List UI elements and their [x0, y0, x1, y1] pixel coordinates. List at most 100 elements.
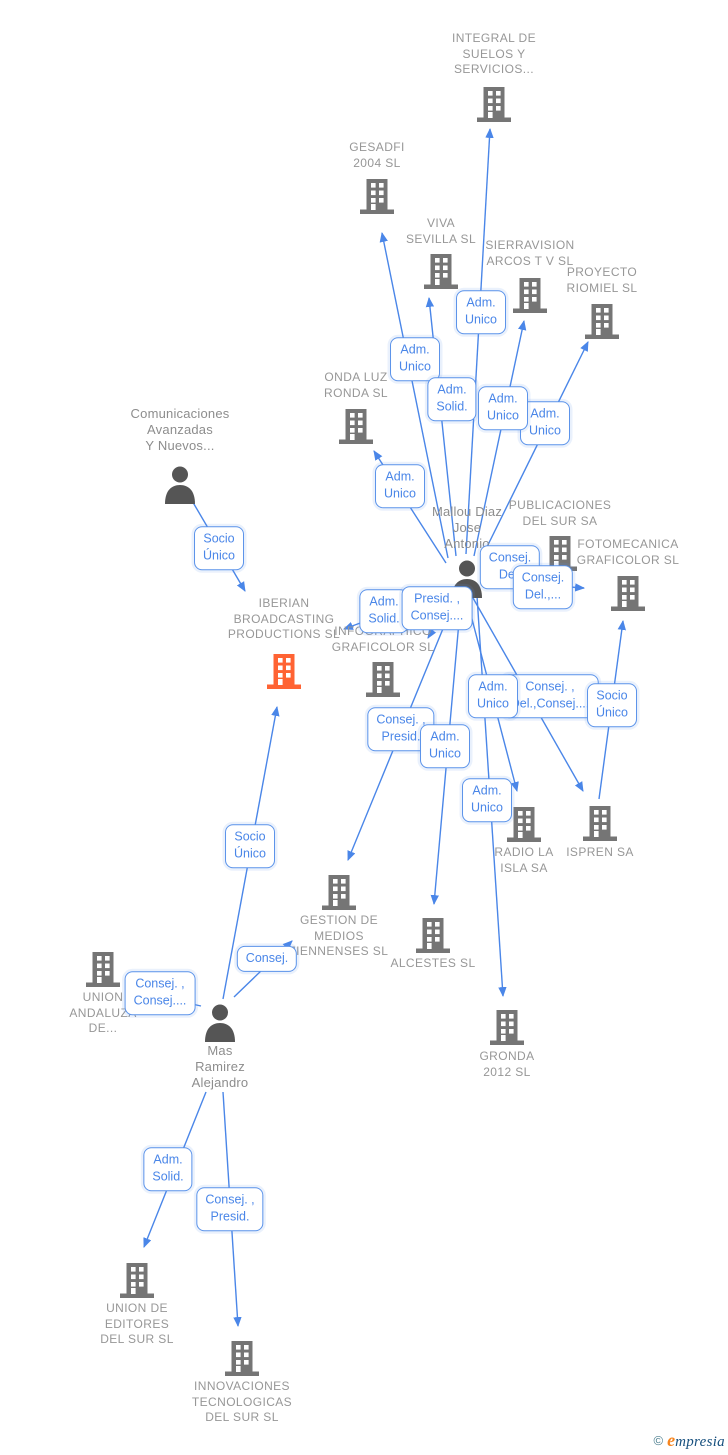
- company-name-line: PRODUCTIONS SL: [227, 627, 341, 641]
- company-name-line: JIENNENSES SL: [289, 944, 389, 958]
- company-name-line: ONDA LUZ: [324, 370, 388, 384]
- relation-label-line: Adm.: [478, 679, 508, 694]
- building-icon-glyph: [360, 179, 394, 214]
- company-name-line: RIOMIEL SL: [566, 280, 638, 295]
- building-icon-glyph: [225, 1341, 259, 1376]
- company-node-gronda-2012-sl[interactable]: [487, 1007, 527, 1052]
- company-name-line: DEL SUR SL: [205, 1410, 279, 1424]
- building-icon-glyph: [583, 806, 617, 841]
- relation-label-line: Consej. ,: [205, 1192, 255, 1207]
- company-node-ispren-sa[interactable]: [580, 803, 620, 848]
- relation-label-line: Unico: [471, 800, 503, 815]
- relation-label-mas-ramirez-alejandro-to-innovaciones-tecnologicas-del-sur-sl: Consej. ,Presid.: [196, 1187, 264, 1231]
- brand-text[interactable]: mpresia: [675, 1434, 725, 1450]
- company-node-radio-la-isla-sa[interactable]: [504, 804, 544, 849]
- company-node-alcestes-sl[interactable]: [413, 915, 453, 960]
- company-node-infographico-graficolor-sl[interactable]: [363, 659, 403, 704]
- relation-label-mallou-diaz-jose-antonio-to-gesadfi-2004-sl: Adm.Unico: [390, 337, 440, 381]
- company-name-line: GRAFICOLOR SL: [576, 552, 680, 567]
- relation-label-line: Del.,Consej....: [510, 696, 590, 711]
- company-name-line: ISPREN SA: [566, 845, 634, 859]
- company-name-line: SUELOS Y: [462, 46, 526, 61]
- company-node-union-andaluza-de[interactable]: [83, 949, 123, 994]
- relation-label-line: Adm.: [466, 295, 496, 310]
- relation-label-line: Consej.: [488, 550, 532, 565]
- company-node-gestion-de-medios-jiennenses-sl[interactable]: [319, 872, 359, 917]
- company-node-union-de-editores-del-sur-sl[interactable]: [117, 1260, 157, 1305]
- building-icon-glyph: [611, 576, 645, 611]
- building-icon-glyph: [585, 304, 619, 339]
- building-icon-glyph: [507, 807, 541, 842]
- person-name-line: Avanzadas: [147, 422, 213, 437]
- relation-edge-mallou-diaz-jose-antonio-to-sierravision-arcos-t-v-sl: [473, 319, 527, 557]
- relation-label-line: Socio: [596, 688, 628, 703]
- relation-label-line: Unico: [529, 423, 561, 438]
- company-node-integral-de-suelos-y-servicios[interactable]: [474, 84, 514, 129]
- company-name-line: 2004 SL: [353, 155, 401, 170]
- building-icon-glyph: [416, 918, 450, 953]
- relation-label-line: Adm.: [400, 342, 430, 357]
- person-node-comunicaciones-avanzadas-y-nuevos[interactable]: [162, 464, 198, 509]
- company-name-alcestes-sl[interactable]: ALCESTES SL: [343, 956, 523, 972]
- relation-label-line: Adm.: [153, 1152, 183, 1167]
- company-node-viva-sevilla-sl[interactable]: [421, 251, 461, 296]
- company-name-line: FOTOMECANICA: [577, 537, 679, 551]
- company-name-line: MEDIOS: [314, 928, 364, 943]
- company-name-line: GRAFICOLOR SL: [331, 639, 435, 654]
- company-node-onda-luz-ronda-sl[interactable]: [336, 406, 376, 451]
- brand-initial[interactable]: e: [667, 1430, 676, 1450]
- company-name-line: ANDALUZA: [69, 1005, 137, 1020]
- relation-label-line: Unico: [477, 696, 509, 711]
- company-name-line: RONDA SL: [324, 385, 388, 400]
- company-name-line: SERVICIOS...: [454, 62, 534, 76]
- company-node-innovaciones-tecnologicas-del-sur-sl[interactable]: [222, 1338, 262, 1383]
- company-node-proyecto-riomiel-sl[interactable]: [582, 301, 622, 346]
- person-node-mas-ramirez-alejandro[interactable]: [202, 1002, 238, 1047]
- company-name-line: GESTION DE: [299, 913, 378, 927]
- relation-label-mallou-diaz-jose-antonio-to-gronda-2012-sl: Adm.Unico: [462, 778, 512, 822]
- relation-label-line: Consej.: [245, 950, 289, 965]
- building-icon-glyph: [322, 875, 356, 910]
- company-name-line: UNION DE: [106, 1301, 168, 1315]
- relation-label-mallou-diaz-jose-antonio-to-onda-luz-ronda-sl: Adm.Unico: [375, 464, 425, 508]
- person-name-line: Mas: [207, 1043, 233, 1058]
- relation-label-mallou-diaz-jose-antonio-to-proyecto-riomiel-sl: Adm.Unico: [520, 401, 570, 445]
- relation-label-line: Unico: [429, 746, 461, 761]
- building-icon-glyph: [366, 662, 400, 697]
- building-icon-glyph: [339, 409, 373, 444]
- relation-label-mallou-diaz-jose-antonio-to-radio-la-isla-sa: Adm. Unico: [468, 674, 518, 718]
- company-node-iberian-broadcasting-productions-sl[interactable]: [264, 651, 304, 696]
- person-name-line: Jose: [452, 520, 482, 535]
- company-node-fotomecanica-graficolor-sl[interactable]: [608, 573, 648, 618]
- relation-label-line: Unico: [465, 312, 497, 327]
- company-name-line: ARCOS T V SL: [486, 253, 574, 268]
- building-icon-glyph: [490, 1010, 524, 1045]
- building-icon-glyph: [267, 654, 301, 689]
- company-node-gesadfi-2004-sl[interactable]: [357, 176, 397, 221]
- relation-label-line: Unico: [384, 486, 416, 501]
- relation-label-line: Del.,...: [524, 587, 562, 602]
- company-node-sierravision-arcos-t-v-sl[interactable]: [510, 275, 550, 320]
- company-name-line: TECNOLOGICAS: [191, 1394, 293, 1409]
- company-name-ispren-sa[interactable]: ISPREN SA: [510, 845, 690, 861]
